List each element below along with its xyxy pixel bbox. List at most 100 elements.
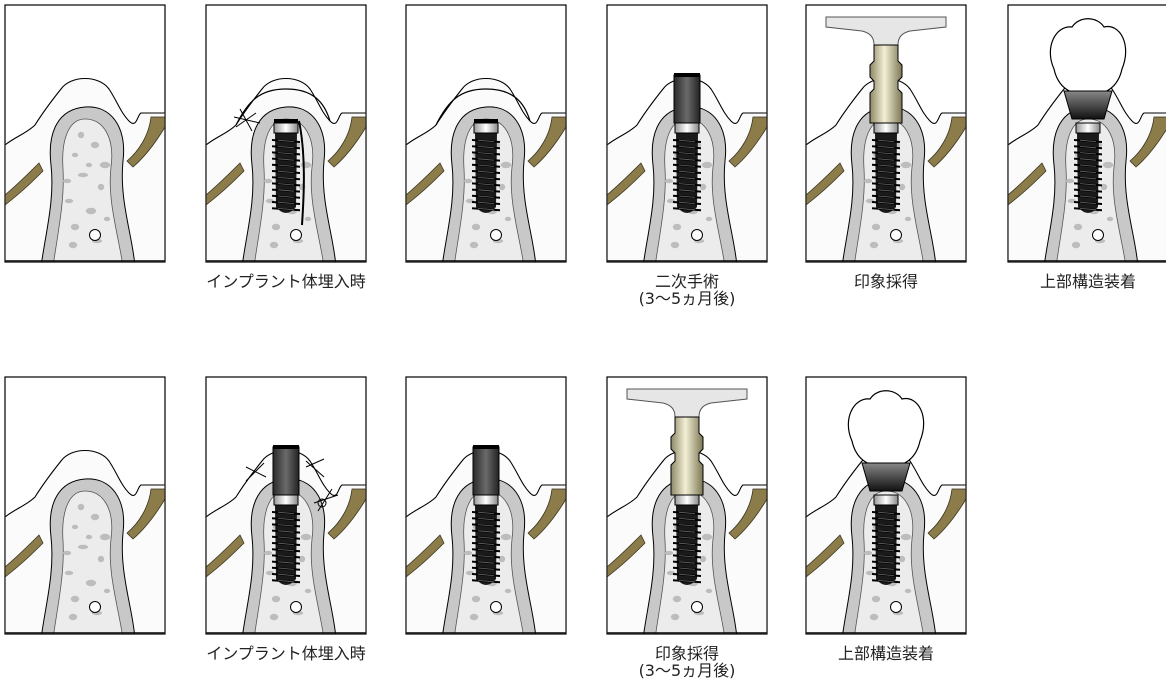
bone-speckle (905, 217, 911, 221)
bone-speckle (72, 525, 78, 529)
bone-speckle (272, 224, 280, 230)
bone-speckle (270, 614, 278, 620)
implant-fixture (272, 133, 300, 213)
caption-two-stage-2: インプラント体埋入時 (186, 273, 386, 290)
bone-speckle (501, 534, 511, 540)
implant-collar (274, 495, 298, 505)
implant-collar (675, 123, 699, 133)
bone-speckle (86, 163, 92, 167)
bone-speckle (665, 179, 673, 183)
bone-speckle (100, 534, 110, 540)
bone-speckle (63, 551, 71, 555)
caption-title: 二次手術 (587, 273, 787, 290)
bone-speckle (71, 224, 79, 230)
caption-one-stage-5: 上部構造装着 (786, 645, 986, 662)
bone-speckle (864, 551, 872, 555)
caption-two-stage-6: 上部構造装着 (988, 273, 1166, 290)
bone-speckle (301, 534, 311, 540)
bone-speckle (501, 162, 511, 168)
bone-speckle (272, 596, 280, 602)
implant-collar (874, 495, 898, 505)
nerve-canal (291, 230, 302, 241)
panel-two-stage-2 (206, 5, 366, 267)
cover-screw (274, 119, 298, 123)
bone-speckle (270, 242, 278, 248)
implant-fixture (673, 505, 701, 585)
cover-screw (474, 119, 498, 123)
bone-speckle (665, 551, 673, 555)
implant-collar (874, 123, 898, 133)
crown (848, 391, 923, 467)
bone-speckle (72, 153, 78, 157)
bone-speckle (86, 580, 96, 586)
bone-speckle (104, 589, 110, 593)
bone-speckle (91, 142, 99, 148)
bone-speckle (470, 242, 478, 248)
caption-title: 印象採得 (587, 645, 787, 662)
crown (1050, 19, 1125, 95)
caption-one-stage-4: 印象採得(3～5ヵ月後) (587, 645, 787, 679)
implant-collar (675, 495, 699, 505)
panel-one-stage-1 (5, 377, 165, 639)
caption-subtitle: (3～5ヵ月後) (587, 290, 787, 307)
caption-one-stage-2: インプラント体埋入時 (186, 645, 386, 662)
bone-speckle (63, 179, 71, 183)
implant-collar (474, 495, 498, 505)
bone-speckle (78, 545, 88, 549)
bone-speckle (78, 173, 88, 177)
caption-two-stage-5: 印象採得 (786, 273, 986, 290)
bone-speckle (264, 551, 272, 555)
nerve-canal (891, 230, 902, 241)
bone-speckle (1107, 217, 1113, 221)
bone-speckle (98, 556, 104, 562)
bone-speckle (98, 184, 104, 190)
implant-fixture (872, 133, 900, 213)
bone-speckle (71, 596, 79, 602)
abutment-link (862, 463, 910, 491)
nerve-canal (90, 230, 101, 241)
panel-two-stage-6 (1008, 5, 1166, 267)
bone-speckle (1103, 162, 1113, 168)
bone-speckle (104, 217, 110, 221)
bone-speckle (78, 132, 84, 138)
caption-title: 上部構造装着 (988, 273, 1166, 290)
implant-fixture (673, 133, 701, 213)
bone-speckle (305, 217, 311, 221)
bone-speckle (505, 217, 511, 221)
bone-speckle (864, 179, 872, 183)
implant-collar (474, 123, 498, 133)
impression-coping (870, 45, 902, 123)
implant-fixture (872, 505, 900, 585)
bone-speckle (264, 179, 272, 183)
bone-speckle (901, 534, 911, 540)
bone-speckle (305, 589, 311, 593)
bone-speckle (673, 596, 681, 602)
healing-abutment (674, 75, 700, 123)
caption-subtitle: (3～5ヵ月後) (587, 662, 787, 679)
bone-speckle (706, 589, 712, 593)
bone-speckle (1066, 179, 1074, 183)
panel-one-stage-2 (206, 377, 366, 639)
caption-title: 上部構造装着 (786, 645, 986, 662)
bone-speckle (1072, 242, 1080, 248)
bone-speckle (872, 596, 880, 602)
implant-fixture (472, 133, 500, 213)
bone-speckle (870, 614, 878, 620)
panel-two-stage-4 (607, 5, 767, 267)
panel-two-stage-5 (806, 5, 966, 267)
nerve-canal (891, 602, 902, 613)
nerve-canal (291, 602, 302, 613)
bone-speckle (872, 224, 880, 230)
panel-one-stage-5 (806, 377, 966, 639)
bone-speckle (702, 534, 712, 540)
bone-speckle (505, 589, 511, 593)
healing-abutment (473, 447, 499, 495)
panel-two-stage-1 (5, 5, 165, 267)
bone-speckle (1074, 224, 1082, 230)
nerve-canal (692, 602, 703, 613)
implant-fixture (272, 505, 300, 585)
bone-speckle (671, 242, 679, 248)
bone-speckle (472, 596, 480, 602)
bone-speckle (69, 614, 77, 620)
